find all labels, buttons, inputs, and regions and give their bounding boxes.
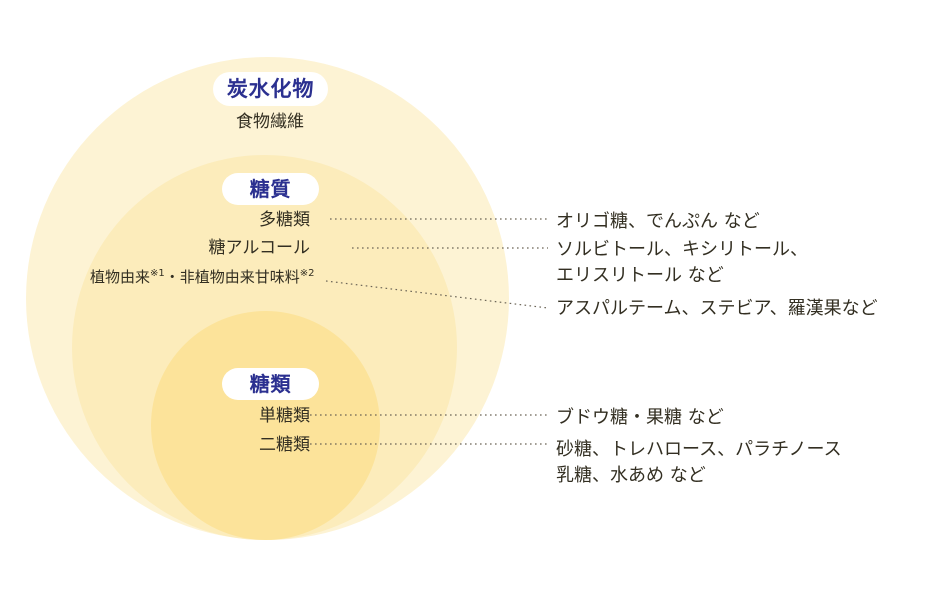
examples-sugar-alcohol: ソルビトール、キシリトール、 エリスリトール など: [556, 239, 808, 286]
pill-sugars: 糖類: [222, 368, 319, 400]
pill-sugar-quality: 糖質: [222, 173, 319, 205]
label-polysaccharide: 多糖類: [259, 210, 310, 230]
examples-disaccharide: 砂糖、トレハロース、パラチノース 乳糖、水あめ など: [556, 439, 842, 486]
label-plant-derived: 植物由来※1・非植物由来甘味料※2: [90, 268, 315, 286]
plant-derived-footnote-1: ※1: [150, 268, 165, 279]
examples-monosaccharide: ブドウ糖・果糖 など: [556, 407, 724, 428]
pill-carbohydrate: 炭水化物: [213, 72, 328, 106]
examples-polysaccharide: オリゴ糖、でんぷん など: [556, 211, 760, 232]
label-sugar-alcohol: 糖アルコール: [208, 238, 311, 258]
examples-plant-derived: アスパルテーム、ステビア、羅漢果など: [556, 298, 878, 319]
label-disaccharide: 二糖類: [259, 435, 310, 455]
label-dietary-fiber: 食物繊維: [236, 112, 304, 132]
plant-derived-middle: ・非植物由来甘味料: [164, 268, 300, 286]
plant-derived-footnote-2: ※2: [299, 268, 315, 279]
label-monosaccharide: 単糖類: [259, 406, 310, 426]
circle-sugars: [151, 311, 380, 540]
plant-derived-prefix: 植物由来: [90, 268, 151, 286]
